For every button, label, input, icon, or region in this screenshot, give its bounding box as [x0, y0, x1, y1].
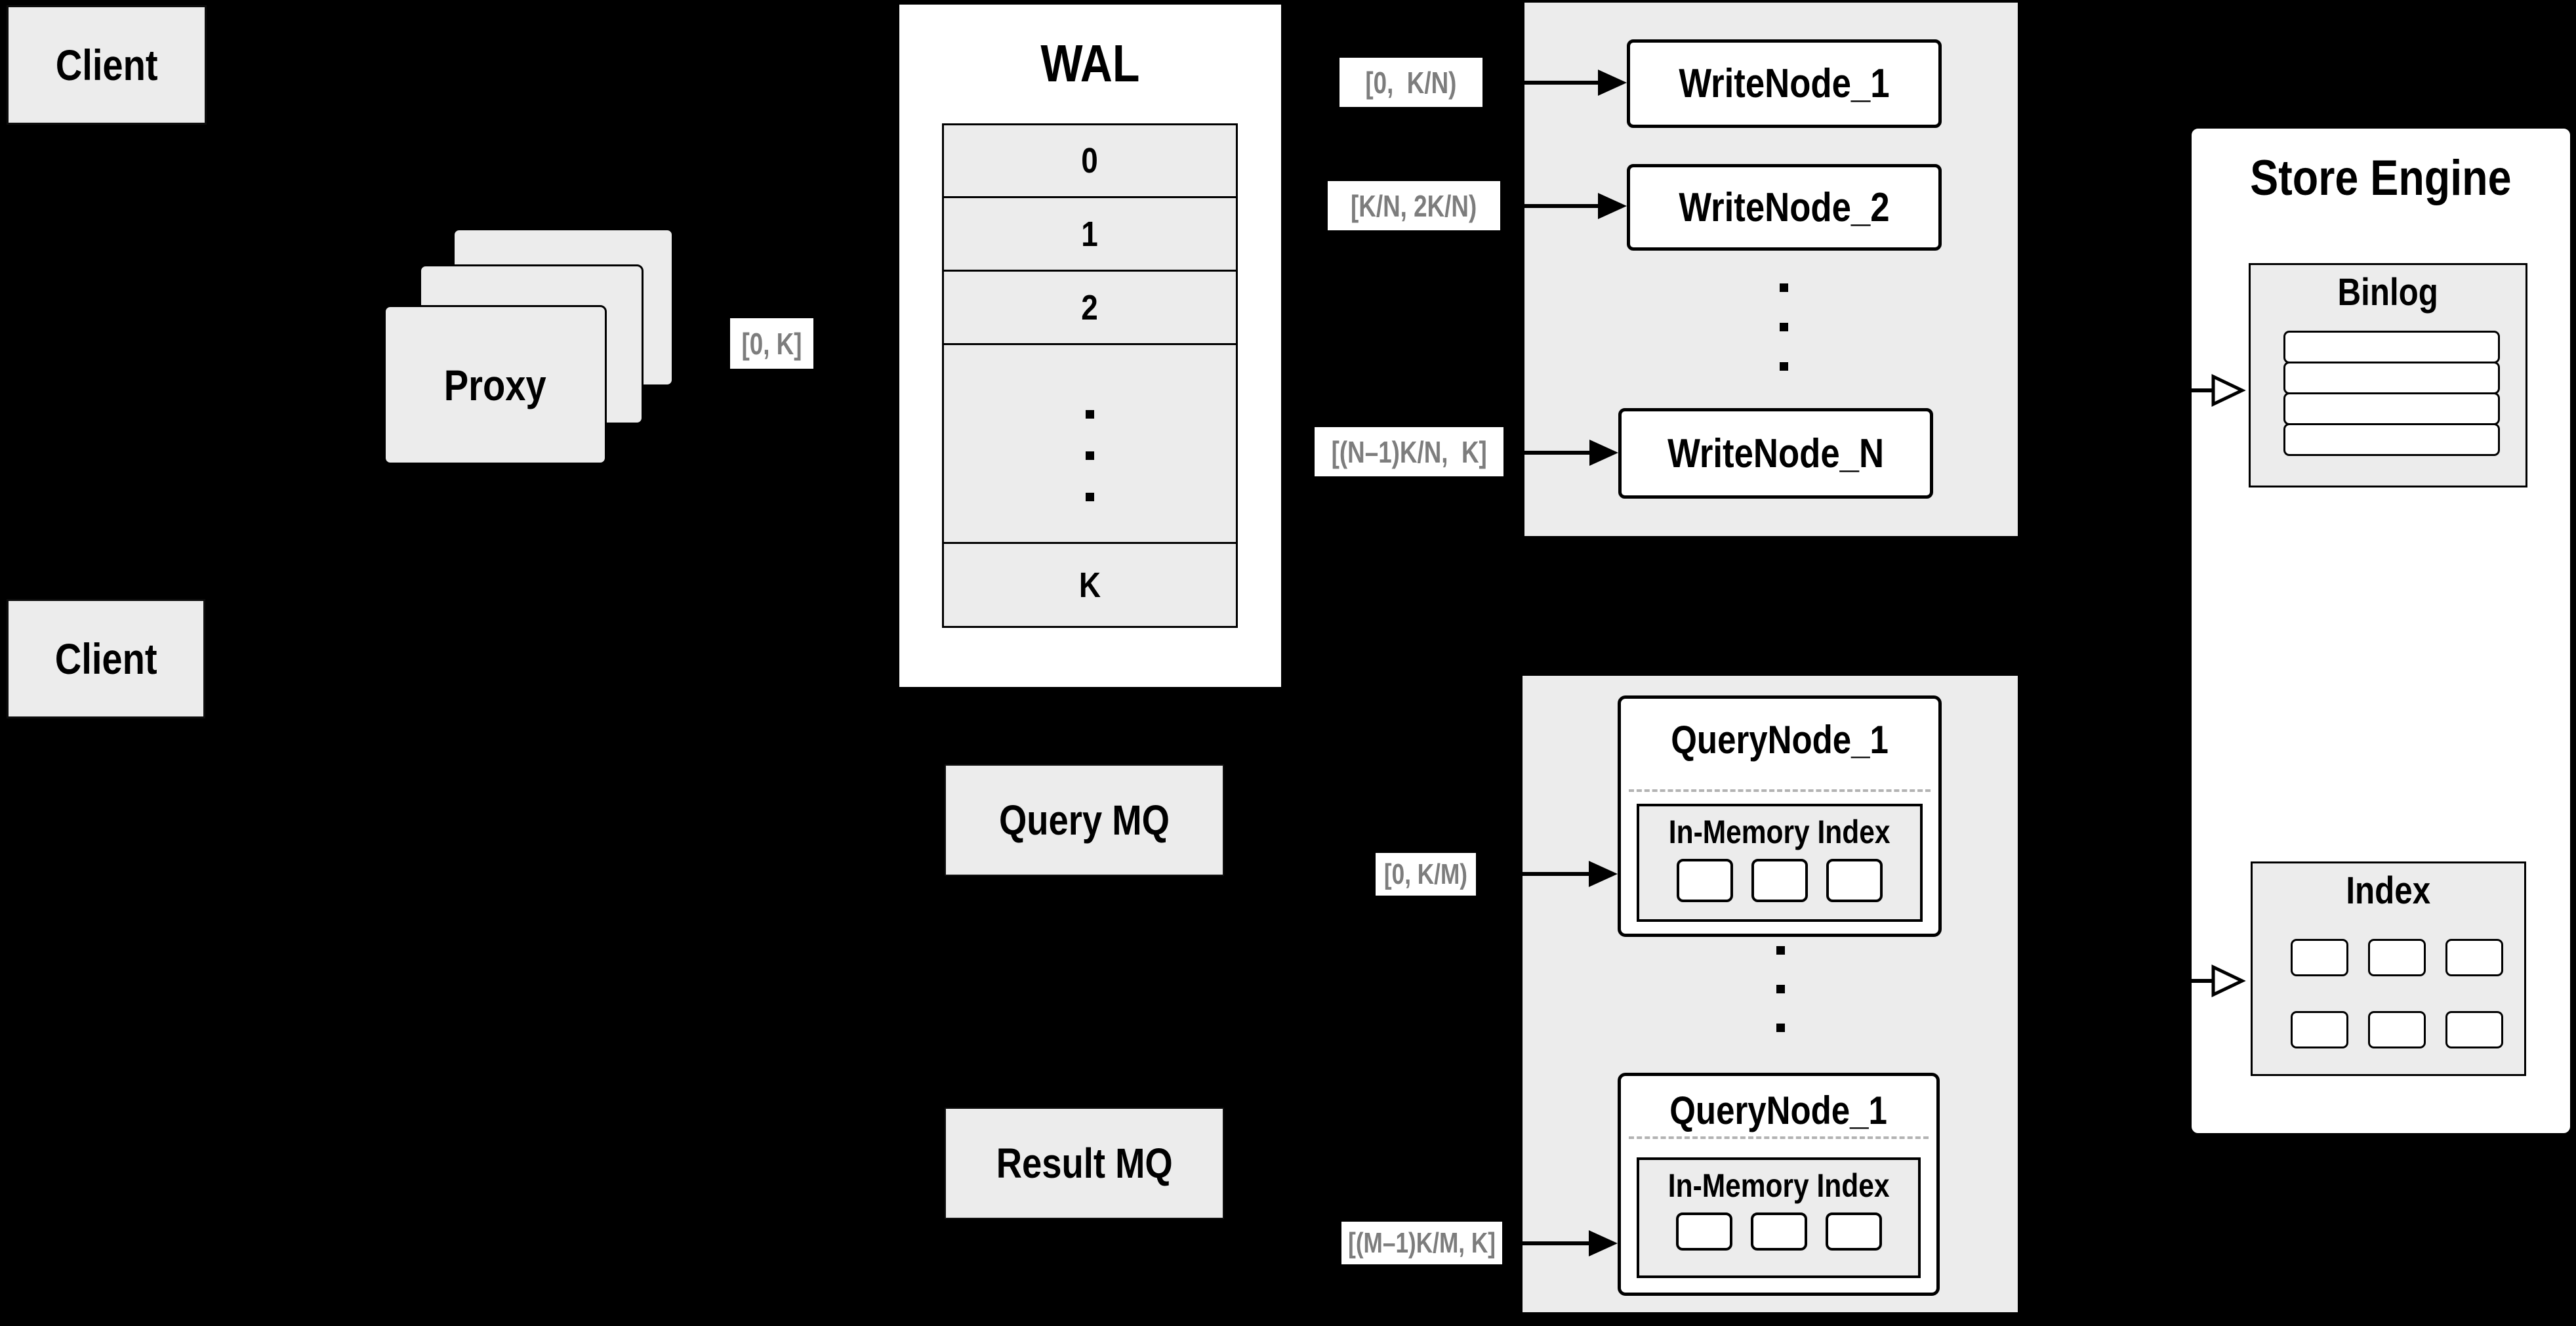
query-node-bottom-box: QueryNode_1 In-Memory Index — [1618, 1073, 1940, 1296]
wal-row-ellipsis — [944, 345, 1236, 544]
binlog-row — [2283, 423, 2500, 456]
wal-row-0: 0 — [944, 125, 1236, 198]
query-node-top-box: QueryNode_1 In-Memory Index — [1618, 695, 1942, 937]
store-engine-title: Store Engine — [2250, 150, 2512, 206]
arrow-head-to-write-node-1-icon — [1598, 70, 1627, 96]
in-memory-index-segments-top — [1677, 859, 1883, 902]
index-segment-cell — [1750, 1212, 1807, 1251]
index-file-cell — [2368, 939, 2426, 976]
arrow-line-to-write-node-1 — [1485, 81, 1599, 85]
binlog-box: Binlog — [2249, 263, 2527, 487]
binlog-row — [2283, 362, 2500, 394]
client-box-bottom: Client — [7, 599, 205, 718]
wal-row-1: 1 — [944, 198, 1236, 272]
index-file-cell — [2445, 939, 2503, 976]
arrow-line-to-write-node-n — [1506, 451, 1591, 455]
write-node-1-box: WriteNode_1 — [1627, 39, 1942, 128]
store-index-box: Index — [2251, 861, 2526, 1076]
wal-ellipsis-dots-icon — [1086, 410, 1094, 501]
index-segment-cell — [1825, 1212, 1882, 1251]
wal-log-table: 0 1 2 K — [942, 123, 1238, 628]
range-label-query-node-bottom: [(M–1)K/M, K] — [1341, 1222, 1502, 1264]
index-segment-cell — [1675, 1212, 1732, 1251]
open-arrow-to-binlog-icon — [2159, 374, 2246, 407]
arrow-line-to-write-node-2 — [1502, 204, 1599, 208]
range-label-write-node-1: [0, K/N) — [1339, 58, 1482, 107]
index-file-cell — [2368, 1011, 2426, 1048]
wal-title: WAL — [1040, 34, 1140, 93]
query-node-bottom-dashed-divider — [1629, 1136, 1929, 1139]
index-segment-cell — [1751, 859, 1808, 902]
arrow-head-to-query-node-bottom-icon — [1589, 1230, 1618, 1256]
store-index-title: Index — [2346, 869, 2431, 912]
client-top-label: Client — [55, 41, 158, 89]
binlog-row — [2283, 392, 2500, 425]
open-arrow-to-index-icon — [2159, 964, 2246, 997]
query-mq-box: Query MQ — [945, 764, 1224, 876]
write-node-n-box: WriteNode_N — [1618, 408, 1933, 499]
result-mq-box: Result MQ — [945, 1108, 1224, 1219]
wal-row-k: K — [1078, 565, 1101, 605]
binlog-title: Binlog — [2337, 271, 2439, 314]
query-node-bottom-title: QueryNode_1 — [1669, 1088, 1888, 1132]
index-segment-cell — [1677, 859, 1733, 902]
index-segment-cell — [1826, 859, 1883, 902]
write-node-2-box: WriteNode_2 — [1627, 164, 1942, 251]
index-file-cell — [2445, 1011, 2503, 1048]
index-file-cell — [2291, 1011, 2348, 1048]
write-node-ellipsis-dots-icon — [1780, 283, 1788, 371]
arrow-line-to-query-node-bottom — [1504, 1241, 1590, 1245]
proxy-box: Proxy — [384, 305, 607, 465]
range-label-write-node-2: [K/N, 2K/N) — [1328, 181, 1500, 230]
arrow-head-to-write-node-2-icon — [1598, 193, 1627, 219]
arrow-line-to-query-node-top — [1479, 872, 1590, 876]
store-index-segments — [2291, 939, 2503, 1048]
query-node-top-dashed-divider — [1629, 789, 1931, 792]
in-memory-index-box-top: In-Memory Index — [1637, 804, 1923, 922]
in-memory-index-title-bottom: In-Memory Index — [1667, 1167, 1890, 1204]
binlog-rows — [2283, 331, 2500, 456]
range-label-query-node-top: [0, K/M) — [1376, 853, 1476, 896]
in-memory-index-title-top: In-Memory Index — [1669, 814, 1891, 850]
arrow-head-to-query-node-top-icon — [1589, 861, 1618, 887]
client-bottom-label: Client — [54, 634, 157, 683]
arrow-head-to-write-node-n-icon — [1589, 440, 1618, 466]
client-box-top: Client — [7, 5, 207, 125]
query-node-top-title: QueryNode_1 — [1671, 718, 1889, 762]
range-label-write-node-n: [(N–1)K/N, K] — [1315, 427, 1503, 476]
in-memory-index-box-bottom: In-Memory Index — [1637, 1157, 1921, 1278]
proxy-label: Proxy — [444, 360, 546, 409]
index-file-cell — [2291, 939, 2348, 976]
wal-row-2: 2 — [944, 272, 1236, 345]
in-memory-index-segments-bottom — [1675, 1212, 1882, 1251]
binlog-row — [2283, 331, 2500, 363]
range-label-proxy-to-wal: [0, K] — [730, 318, 813, 369]
query-node-ellipsis-dots-icon — [1776, 946, 1785, 1032]
